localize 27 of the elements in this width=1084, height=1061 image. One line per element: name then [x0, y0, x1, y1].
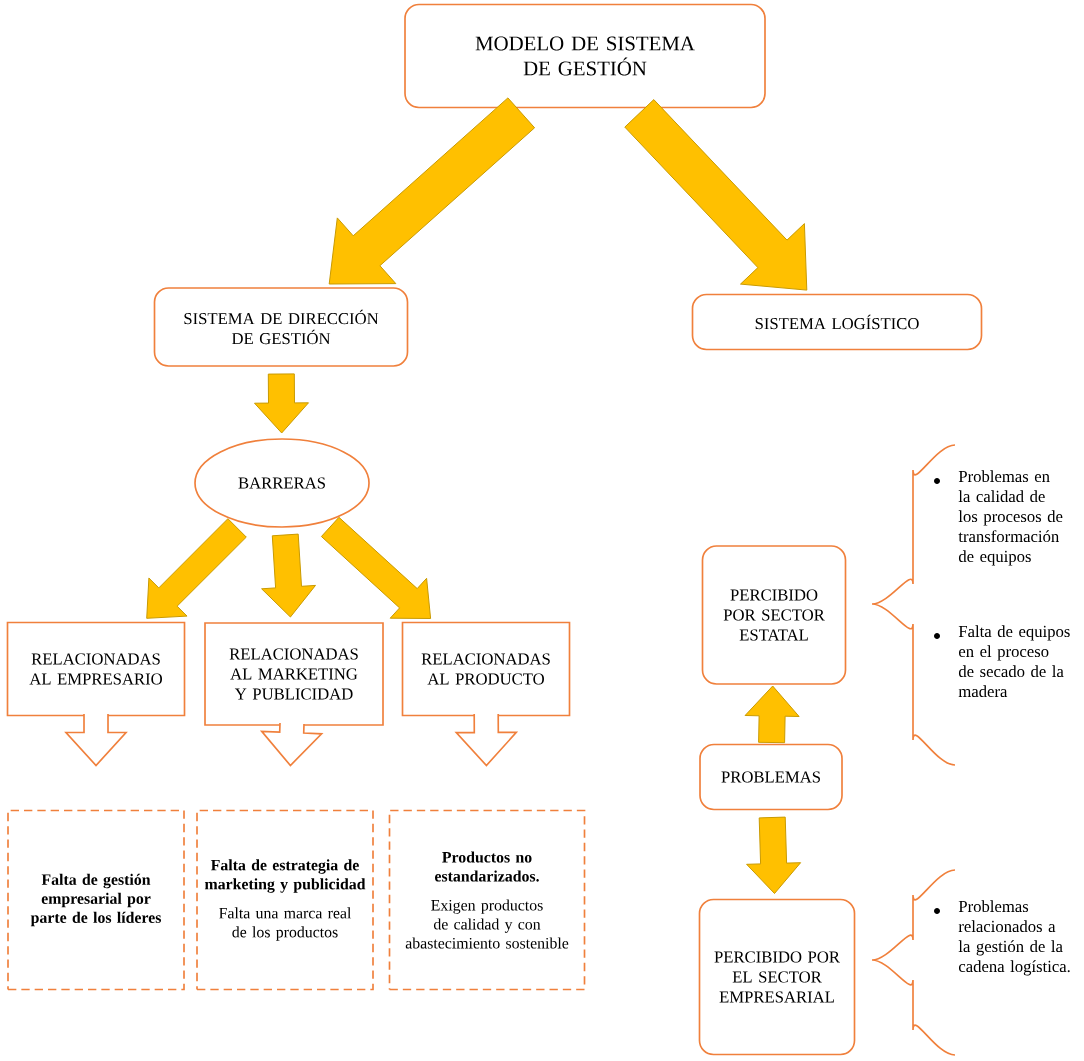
bullet-text: Problemas relacionados a la gestión de la cadena logística. — [958, 900, 1070, 976]
callout-box: RELACIONADAS AL MARKETING Y PUBLICIDAD — [204, 622, 384, 726]
oval-node: BARRERAS — [194, 438, 370, 528]
block-arrow — [624, 99, 808, 291]
rounded-box: PROBLEMAS — [699, 743, 843, 811]
rounded-box: SISTEMA DE DIRECCIÓN DE GESTIÓN — [153, 287, 409, 367]
block-arrow — [146, 518, 247, 619]
callout-box: RELACIONADAS AL PRODUCTO — [401, 621, 571, 717]
block-arrow — [261, 533, 316, 618]
dashed-box: Productos no estandarizados. Exigen productos de calidad y con abastecimiento sostenible — [388, 809, 586, 991]
rounded-box: PERCIBIDO POR SECTOR ESTATAL — [701, 545, 847, 685]
bullet-text: Problemas en la calidad de los procesos de transformación de equipos — [958, 470, 1063, 566]
dashed-box: Falta de estrategia de marketing y publicidad Falta una marca real de los productos — [196, 809, 374, 991]
block-arrow — [254, 373, 309, 434]
hollow-arrow — [454, 713, 519, 767]
block-arrow — [744, 685, 800, 744]
block-arrow — [320, 516, 432, 619]
hollow-arrow — [64, 713, 128, 767]
callout-box: RELACIONADAS AL EMPRESARIO — [6, 621, 186, 717]
dashed-box: Falta de gestión empresarial por parte de los líderes — [7, 809, 185, 991]
block-arrow — [328, 97, 536, 285]
rounded-box: MODELO DE SISTEMA DE GESTIÓN — [404, 3, 766, 109]
hollow-arrow — [259, 722, 324, 767]
bullet-text: Falta de equipos en el proceso de secado de la madera — [958, 625, 1070, 698]
block-arrow — [746, 816, 802, 894]
rounded-box: SISTEMA LOGÍSTICO — [691, 293, 983, 351]
rounded-box: PERCIBIDO POR EL SECTOR EMPRESARIAL — [698, 898, 856, 1056]
